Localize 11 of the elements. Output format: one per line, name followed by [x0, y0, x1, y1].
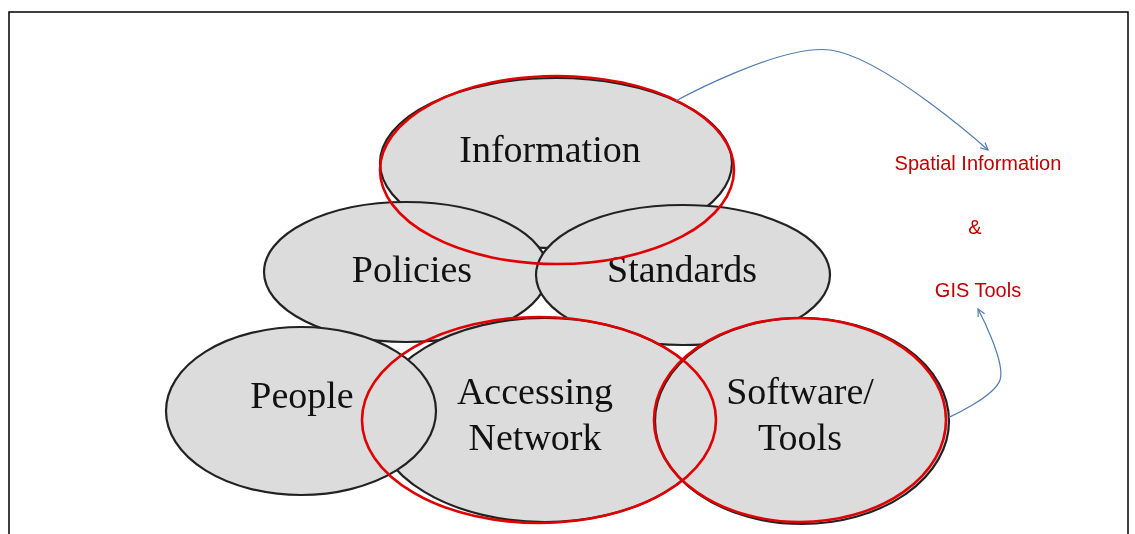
curved-arrow — [675, 49, 989, 151]
ellipse-label: Information — [458, 127, 642, 173]
ellipse-label: Policies — [350, 247, 474, 293]
side-label: Spatial Information — [893, 152, 1063, 175]
ellipse-label: Software/ Tools — [725, 369, 875, 460]
ellipse-label: Standards — [606, 247, 758, 293]
side-label: GIS Tools — [933, 279, 1023, 302]
side-label: & — [967, 216, 983, 239]
ellipse-label: Accessing Network — [455, 369, 615, 460]
ellipse-label: People — [249, 373, 355, 419]
curved-arrow — [948, 308, 1002, 418]
